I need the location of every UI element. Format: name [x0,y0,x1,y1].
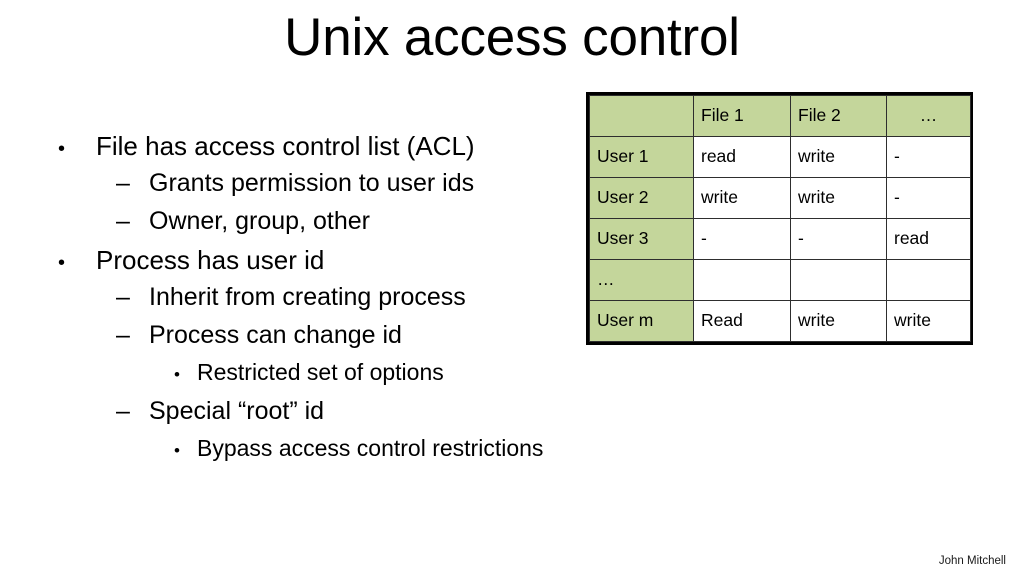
bullet-marker-icon: • [58,138,66,160]
list-item-label: Owner, group, other [149,207,370,235]
list-item-label: Grants permission to user ids [149,169,475,197]
table-cell: write [790,300,887,342]
table-cell: write [790,136,887,178]
bullet-marker-icon: • [174,365,180,384]
list-item: – Process can change id [58,321,598,359]
list-item-label: Special “root” id [149,397,325,425]
table-corner-cell [589,95,694,137]
table-cell: - [693,218,791,260]
bullet-marker-icon: • [58,252,66,274]
list-item-label: File has access control list (ACL) [96,131,475,161]
table-row: User 2 write write - [589,177,971,219]
table-row: User 3 - - read [589,218,971,260]
list-item: • Restricted set of options [58,359,598,397]
table-header-row: File 1 File 2 … [589,95,971,137]
table-row: User m Read write write [589,300,971,342]
column-header-file-1: File 1 [693,95,791,137]
list-item-label: Bypass access control restrictions [197,435,544,461]
bullet-marker-icon: • [174,441,180,460]
list-item: – Grants permission to user ids [58,169,598,207]
table-cell: write [693,177,791,219]
dash-marker-icon: – [116,169,130,197]
bullet-list: • File has access control list (ACL) – G… [58,131,598,473]
dash-marker-icon: – [116,397,130,425]
acl-matrix-table: File 1 File 2 … User 1 read write - User… [586,92,973,345]
row-header-user-2: User 2 [589,177,694,219]
row-header-user-1: User 1 [589,136,694,178]
table-cell: write [886,300,971,342]
row-header-user-m: User m [589,300,694,342]
table-cell [886,259,971,301]
table-cell: Read [693,300,791,342]
row-header-ellipsis: … [589,259,694,301]
table-row: … [589,259,971,301]
table-cell: read [886,218,971,260]
dash-marker-icon: – [116,207,130,235]
page-title: Unix access control [284,8,740,67]
list-item: • File has access control list (ACL) [58,131,598,169]
column-header-ellipsis: … [886,95,971,137]
dash-marker-icon: – [116,283,130,311]
table-cell: write [790,177,887,219]
list-item: – Inherit from creating process [58,283,598,321]
row-header-user-3: User 3 [589,218,694,260]
list-item-label: Inherit from creating process [149,283,466,311]
table-row: User 1 read write - [589,136,971,178]
table-cell: - [886,136,971,178]
list-item-label: Process has user id [96,245,325,275]
dash-marker-icon: – [116,321,130,349]
footer-credit: John Mitchell [938,555,1006,567]
list-item: – Owner, group, other [58,207,598,245]
list-item: • Process has user id [58,245,598,283]
table-cell [790,259,887,301]
list-item-label: Restricted set of options [197,359,444,385]
list-item-label: Process can change id [149,321,402,349]
list-item: • Bypass access control restrictions [58,435,598,473]
list-item: – Special “root” id [58,397,598,435]
table-cell: - [790,218,887,260]
table-cell [693,259,791,301]
table-cell: - [886,177,971,219]
column-header-file-2: File 2 [790,95,887,137]
table-cell: read [693,136,791,178]
